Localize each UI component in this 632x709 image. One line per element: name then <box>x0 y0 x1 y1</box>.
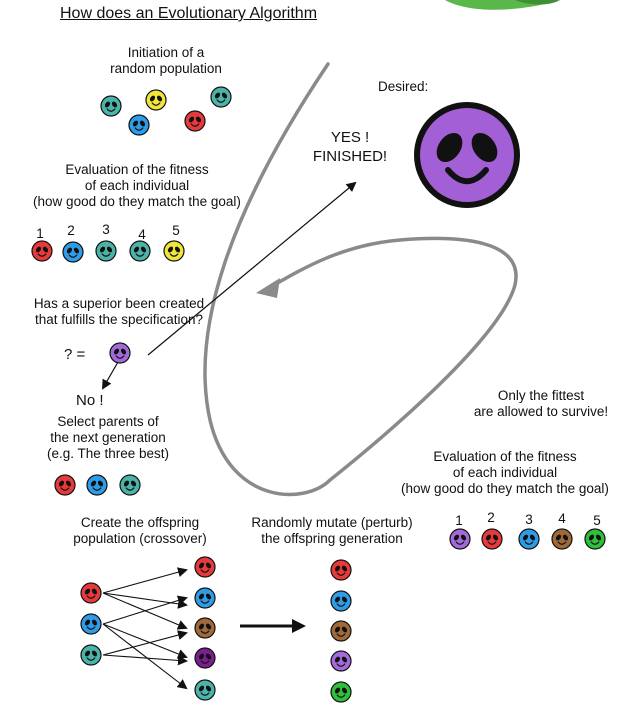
individual-icon <box>146 90 166 110</box>
individual-icon <box>195 557 215 577</box>
individual-icon <box>110 343 130 363</box>
individual-icon <box>87 475 107 495</box>
individual-icon <box>331 621 351 641</box>
individual-icon <box>185 111 205 131</box>
rank-right-5: 5 <box>589 513 605 528</box>
loop-arrowhead <box>256 278 280 298</box>
leaf-icon <box>445 0 560 10</box>
evaluation-label-left: Evaluation of the fitness of each indivi… <box>12 162 262 210</box>
individual-icon <box>164 241 184 261</box>
arrow-to-no <box>103 362 118 388</box>
rank-right-3: 3 <box>521 512 537 527</box>
crossover-lines <box>103 570 186 688</box>
individual-icon <box>519 529 539 549</box>
select-parents-label: Select parents of the next generation (e… <box>30 414 186 462</box>
individual-icon <box>331 651 351 671</box>
desired-label: Desired: <box>378 79 428 95</box>
initiation-label: Initiation of a random population <box>92 45 240 77</box>
question-equals: ? = <box>64 345 85 364</box>
individual-icon <box>552 529 572 549</box>
individual-icon <box>331 560 351 580</box>
individual-icon <box>120 475 140 495</box>
individual-icon <box>130 241 150 261</box>
individual-icon <box>195 618 215 638</box>
superior-question: Has a superior been created that fulfill… <box>16 296 222 328</box>
individual-icon <box>55 475 75 495</box>
individual-icon <box>96 241 116 261</box>
individual-icon <box>63 242 83 262</box>
mutate-label: Randomly mutate (perturb) the offspring … <box>234 515 430 547</box>
individual-icon <box>331 591 351 611</box>
rank-right-1: 1 <box>451 513 467 528</box>
individual-icon <box>81 645 101 665</box>
page-title: How does an Evolutionary Algorithm <box>60 5 317 23</box>
rank-left-3: 3 <box>98 222 114 237</box>
individual-icon <box>195 588 215 608</box>
individual-icon <box>101 96 121 116</box>
individual-icon <box>195 648 215 668</box>
individual-icon <box>81 614 101 634</box>
desired-alien-icon <box>417 105 517 205</box>
rank-left-4: 4 <box>134 227 150 242</box>
individual-icon <box>585 529 605 549</box>
individual-icon <box>211 87 231 107</box>
fittest-label: Only the fittest are allowed to survive! <box>458 388 624 420</box>
rank-left-2: 2 <box>63 223 79 238</box>
rank-right-2: 2 <box>483 510 499 525</box>
individual-icon <box>482 529 502 549</box>
mutation-arrowhead <box>292 619 306 633</box>
individual-icon <box>450 529 470 549</box>
crossover-label: Create the offspring population (crossov… <box>60 515 220 547</box>
rank-left-1: 1 <box>32 226 48 241</box>
individual-icon <box>129 115 149 135</box>
rank-left-5: 5 <box>168 223 184 238</box>
individual-icon <box>32 241 52 261</box>
individual-icon <box>331 682 351 702</box>
no-label: No ! <box>76 391 104 410</box>
individual-icon <box>195 680 215 700</box>
rank-right-4: 4 <box>554 511 570 526</box>
individual-icon <box>81 583 101 603</box>
evaluation-label-right: Evaluation of the fitness of each indivi… <box>382 449 628 497</box>
finished-label: YES ! FINISHED! <box>305 128 395 166</box>
